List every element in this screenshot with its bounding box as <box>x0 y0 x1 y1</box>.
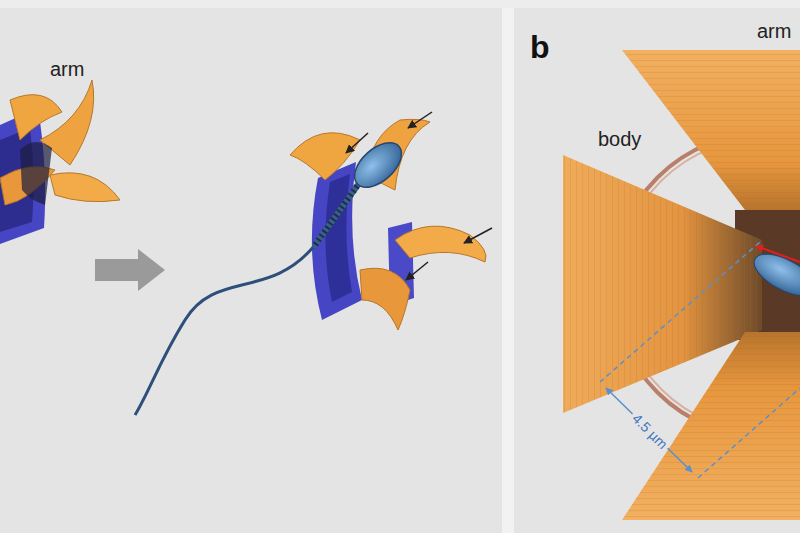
part-name: arm <box>757 20 791 42</box>
part-name: body <box>598 128 641 150</box>
part-name: arm <box>50 58 84 80</box>
panel-letter: b <box>530 30 550 65</box>
